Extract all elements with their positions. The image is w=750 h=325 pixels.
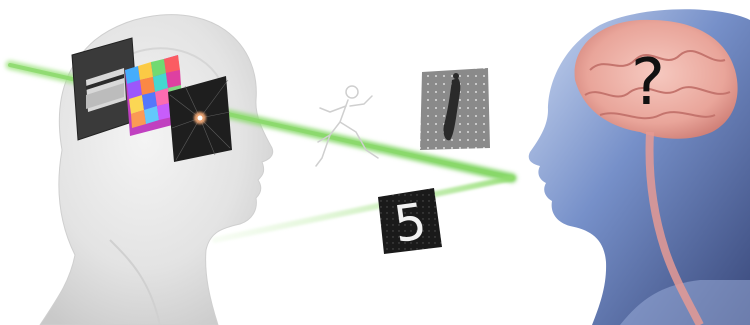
- dot-grid-sample-image: [420, 68, 490, 150]
- question-mark: ?: [631, 46, 665, 120]
- digit-sample-image: 5: [378, 188, 442, 254]
- runner-sketch: [316, 86, 378, 166]
